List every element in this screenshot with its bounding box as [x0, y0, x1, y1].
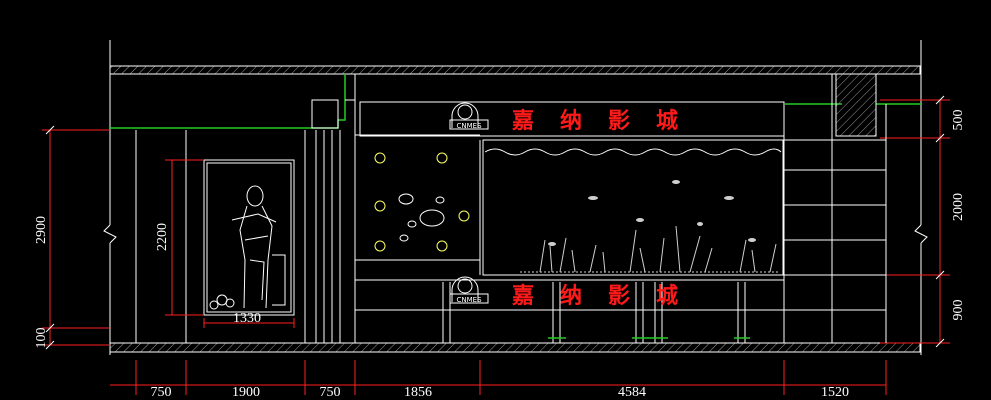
left-wall-panels — [135, 130, 306, 343]
aquarium-fish — [548, 180, 756, 246]
right-wall-grid — [783, 73, 887, 343]
poster-dimension — [165, 159, 295, 328]
column-section — [311, 74, 356, 343]
bottom-dim-4584: 4584 — [618, 385, 646, 400]
floor-slab — [109, 342, 921, 353]
right-dim-2000: 2000 — [951, 193, 966, 221]
ceiling-slab — [109, 65, 921, 75]
bottom-dim-750-b: 750 — [320, 385, 341, 400]
cinema-logo-top-text: CNMES — [456, 122, 482, 130]
left-dim-2900: 2900 — [34, 216, 49, 244]
aquarium-plants — [520, 225, 780, 273]
right-dim-500: 500 — [951, 110, 966, 131]
cinema-sign-bottom: 嘉纳影城 — [512, 283, 704, 309]
poster-width-dim: 1330 — [233, 311, 261, 326]
wall-pebbles — [398, 193, 445, 242]
bottom-dim-750-a: 750 — [151, 385, 172, 400]
cinema-logo-bottom — [449, 276, 489, 304]
bottom-dim-1856: 1856 — [404, 385, 432, 400]
wall-lights — [374, 152, 470, 252]
break-lines — [103, 40, 928, 355]
right-dim-900: 900 — [951, 300, 966, 321]
feature-wall — [355, 101, 785, 311]
display-pillars — [442, 282, 746, 343]
left-dim-100: 100 — [34, 328, 49, 349]
right-dimension-chain — [880, 95, 950, 348]
cinema-logo-bottom-text: CNMES — [456, 296, 482, 304]
poster-figure — [209, 185, 286, 310]
bottom-dim-1520: 1520 — [821, 385, 849, 400]
bottom-dim-1900: 1900 — [232, 385, 260, 400]
left-dimension-chain — [42, 125, 110, 350]
cinema-sign-top: 嘉纳影城 — [512, 108, 704, 134]
cinema-logo-top — [449, 102, 489, 130]
poster-height-dim: 2200 — [155, 223, 170, 251]
bottom-dimension-chain — [110, 360, 887, 395]
